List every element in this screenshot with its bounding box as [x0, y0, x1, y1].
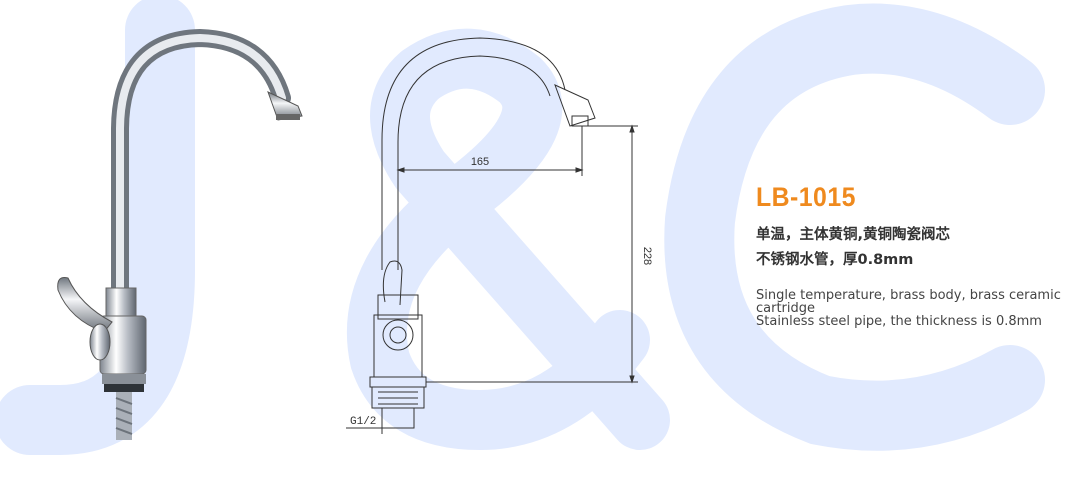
description-cn-line1: 单温，主体黄铜,黄铜陶瓷阀芯 — [756, 227, 951, 243]
product-description: LB-1015 单温，主体黄铜,黄铜陶瓷阀芯 不锈钢水管，厚0.8mm Sing… — [756, 182, 1066, 328]
dim-width-label: 165 — [471, 156, 489, 168]
technical-drawing: 165 228 G1/2 — [346, 37, 653, 434]
description-cn-line2: 不锈钢水管，厚0.8mm — [756, 252, 914, 268]
thread-spec-label: G1/2 — [350, 416, 376, 428]
description-en: Single temperature, brass body, brass ce… — [756, 288, 1061, 329]
dim-height-label: 228 — [641, 247, 653, 265]
model-number: LB-1015 — [756, 182, 856, 212]
faucet-photo — [57, 28, 303, 440]
